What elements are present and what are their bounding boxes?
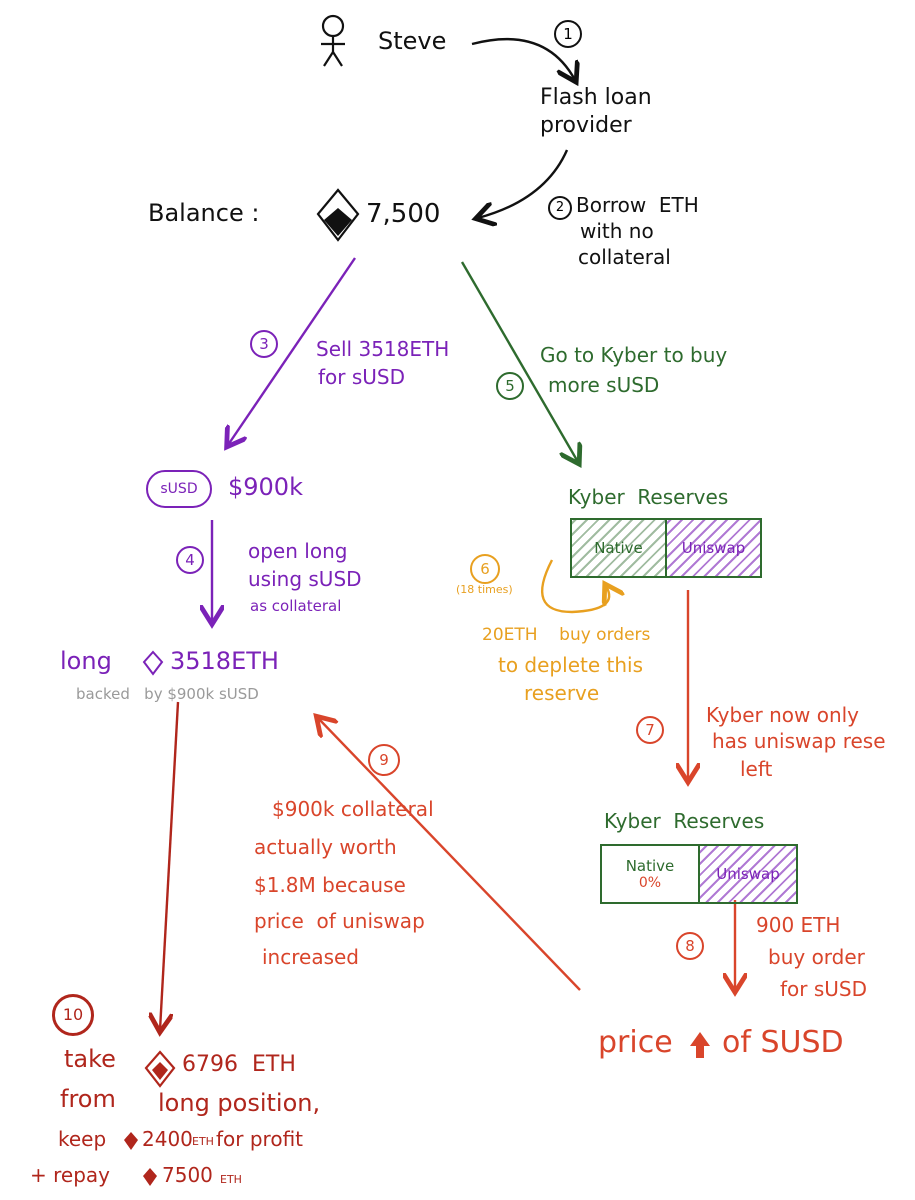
balance-value: 7,500	[366, 199, 441, 229]
step-badge-2: 2	[548, 196, 572, 220]
keep-tail: for profit	[216, 1127, 304, 1151]
step-badge-7: 7	[636, 716, 664, 744]
collateral-line2: actually worth	[254, 835, 397, 859]
collateral-line4: price of uniswap	[254, 909, 425, 933]
native-reserve: Native	[572, 520, 667, 576]
step-badge-3: 3	[250, 330, 278, 358]
times-note: (18 times)	[456, 583, 513, 596]
collateral-line3: $1.8M because	[254, 873, 406, 897]
reserves2-title: Kyber Reserves	[604, 809, 765, 833]
keep-amount: 2400	[142, 1127, 193, 1151]
buy-line2: to deplete this	[498, 653, 643, 677]
only-line2: has uniswap rese	[712, 729, 886, 753]
open-line2: using sUSD	[248, 567, 362, 591]
arrow-to-kyber	[460, 261, 578, 462]
step-badge-1: 1	[554, 20, 582, 48]
collateral-line5: increased	[262, 945, 359, 969]
arrow-step10	[160, 701, 180, 1030]
uniswap2-label: Uniswap	[716, 865, 780, 883]
price-text: price	[598, 1025, 673, 1060]
long-label: long	[60, 647, 112, 675]
arrow-sell	[228, 257, 356, 445]
arrow-step9	[318, 718, 581, 991]
step-badge-10: 10	[52, 994, 94, 1036]
order-line2: buy order	[768, 945, 865, 969]
step-badge-5: 5	[496, 372, 524, 400]
step-badge-6: 6	[470, 554, 500, 584]
provider-line2: provider	[540, 113, 632, 138]
sell-line1: Sell 3518ETH	[316, 337, 450, 361]
eth-diamond-icon	[124, 1132, 138, 1150]
eth-diamond-icon	[316, 188, 360, 242]
buy-line3: reserve	[524, 681, 600, 705]
uniswap-reserve: Uniswap	[667, 520, 760, 576]
long-amount: 3518ETH	[170, 647, 279, 675]
long-position: long position,	[158, 1089, 321, 1117]
keep-eth: ETH	[192, 1135, 214, 1148]
keep-word: keep	[58, 1127, 107, 1151]
native2-percent: 0%	[638, 875, 662, 891]
buy-line1: 20ETH buy orders	[482, 625, 651, 645]
uniswap-reserve-2: Uniswap	[700, 846, 796, 902]
take-amount: 6796 ETH	[182, 1052, 296, 1077]
open-line1: open long	[248, 539, 348, 563]
native-label: Native	[594, 539, 643, 557]
up-arrow-icon	[690, 1032, 710, 1058]
repay-amount: 7500	[162, 1163, 213, 1187]
arrow-to-provider	[471, 37, 575, 80]
provider-line1: Flash loan	[540, 85, 652, 110]
susd-amount: $900k	[228, 473, 303, 501]
kyber-line2: more sUSD	[548, 373, 660, 397]
collateral-line1: $900k collateral	[272, 797, 434, 821]
eth-diamond-icon	[143, 1168, 157, 1186]
native-reserve-empty: Native 0%	[602, 846, 700, 902]
person-name: Steve	[378, 27, 447, 55]
arrow-borrow	[478, 149, 569, 218]
order-line1: 900 ETH	[756, 913, 841, 937]
backed-note: backed by $900k sUSD	[76, 685, 259, 703]
step-badge-8: 8	[676, 932, 704, 960]
step-badge-4: 4	[176, 546, 204, 574]
arrow-loop	[541, 559, 609, 614]
repay-word: + repay	[30, 1163, 110, 1187]
susd-pill: sUSD	[146, 470, 212, 508]
kyber-line1: Go to Kyber to buy	[540, 343, 728, 367]
balance-label: Balance :	[148, 199, 260, 227]
only-line1: Kyber now only	[706, 703, 860, 727]
only-line3: left	[740, 757, 773, 781]
borrow-line3: collateral	[578, 245, 671, 269]
reserves-title: Kyber Reserves	[568, 485, 729, 509]
eth-diamond-icon	[142, 650, 164, 676]
kyber-reserves-box: Native Uniswap	[570, 518, 762, 578]
from-word: from	[60, 1085, 116, 1113]
eth-diamond-icon	[144, 1050, 176, 1088]
order-line3: for sUSD	[780, 977, 868, 1001]
borrow-line1: Borrow ETH	[576, 193, 699, 217]
take-word: take	[64, 1045, 116, 1073]
repay-eth: ETH	[220, 1173, 242, 1186]
step-badge-9: 9	[368, 744, 400, 776]
sell-line2: for sUSD	[318, 365, 406, 389]
stick-figure-icon	[321, 14, 345, 67]
borrow-line2: with no	[580, 219, 654, 243]
open-line3: as collateral	[250, 597, 342, 615]
kyber-reserves-box-2: Native 0% Uniswap	[600, 844, 798, 904]
native2-label: Native	[625, 857, 675, 875]
uniswap-label: Uniswap	[681, 539, 746, 557]
price-suffix: of SUSD	[722, 1025, 844, 1060]
